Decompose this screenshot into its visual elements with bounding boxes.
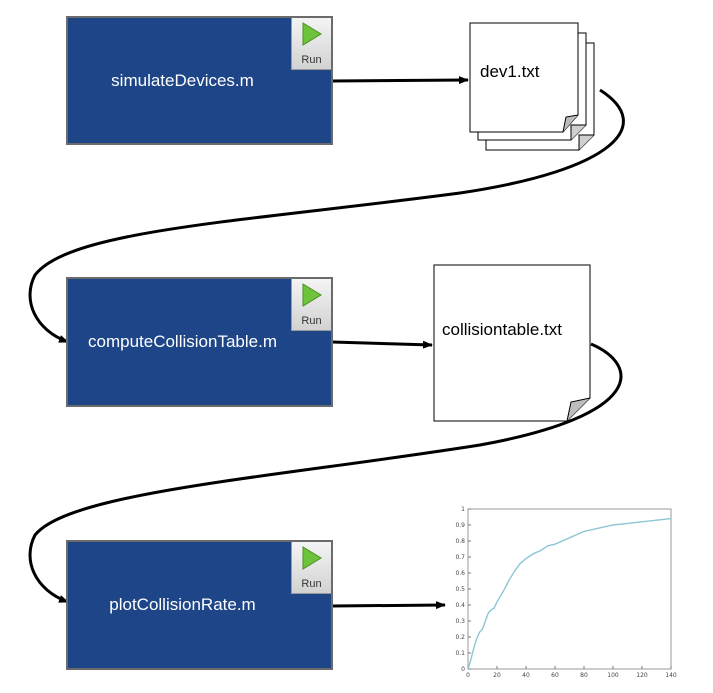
curve-dev-to-compute (28, 88, 625, 344)
y-tick-label: 0.3 (455, 618, 465, 625)
script-label: simulateDevices.m (111, 70, 254, 90)
y-tick-label: 0.9 (455, 522, 465, 529)
script-label: computeCollisionTable.m (88, 332, 277, 351)
x-tick-label: 100 (607, 672, 619, 679)
run-button[interactable]: Run (291, 18, 331, 70)
run-button[interactable]: Run (291, 542, 331, 594)
file-page-front (469, 22, 579, 133)
curve-collision-to-plot (28, 342, 623, 604)
x-tick-label: 40 (522, 672, 530, 679)
script-box-simulate-devices: simulateDevices.m Run (66, 16, 333, 145)
file-stack-icon (469, 22, 595, 151)
run-button-label: Run (301, 578, 322, 590)
file-label-collision: collisiontable.txt (442, 320, 563, 339)
y-tick-label: 0.4 (455, 602, 465, 609)
run-button-label: Run (301, 315, 322, 327)
file-label-dev: dev1.txt (480, 62, 540, 81)
file-icon (433, 264, 591, 422)
collision-rate-chart: 0 0.1 0.2 0.3 0.4 0.5 0.6 0.7 0.8 0.9 1 0 20 40 60 80 10… (455, 506, 677, 679)
x-tick-label: 80 (580, 672, 588, 679)
run-button[interactable]: Run (291, 279, 331, 331)
y-tick-label: 0.7 (455, 554, 465, 561)
x-tick-label: 20 (493, 672, 501, 679)
series-line (467, 517, 672, 670)
arrow-plot-to-chart (331, 601, 446, 610)
arrow-compute-to-collision (331, 340, 433, 349)
script-box-compute-collision-table: computeCollisionTable.m Run (66, 277, 333, 407)
y-tick-label: 0.1 (455, 650, 465, 657)
script-label: plotCollisionRate.m (109, 595, 256, 614)
x-tick-label: 140 (665, 672, 677, 679)
y-tick-label: 1 (461, 506, 465, 513)
script-box-plot-collision-rate: plotCollisionRate.m Run (66, 540, 333, 670)
y-tick-label: 0.6 (455, 570, 465, 577)
arrow-simulate-to-dev (331, 76, 469, 85)
y-tick-label: 0.5 (455, 586, 465, 593)
play-icon (302, 22, 322, 46)
y-tick-label: 0.8 (455, 538, 465, 545)
x-tick-label: 120 (636, 672, 648, 679)
x-tick-label: 60 (551, 672, 559, 679)
y-tick-label: 0.2 (455, 634, 465, 641)
play-icon (302, 546, 322, 570)
y-tick-label: 0 (461, 666, 465, 673)
run-button-label: Run (301, 54, 322, 66)
play-icon (302, 283, 322, 307)
x-tick-label: 0 (466, 672, 470, 679)
plot-area (467, 508, 672, 670)
